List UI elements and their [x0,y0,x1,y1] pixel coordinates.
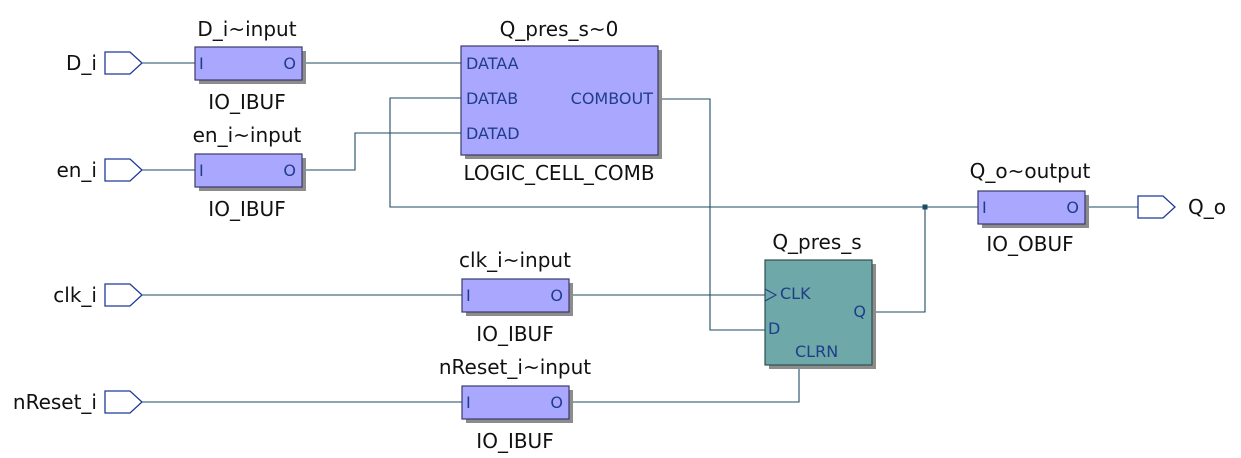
buffer-body [194,153,303,188]
port-o: O [550,286,563,305]
input-pin-clk-i[interactable]: clk_i [53,283,143,307]
input-pin-shape [104,283,143,307]
pin-label: D_i [66,51,97,75]
port-o: O [283,161,296,180]
buffer-body [977,190,1086,225]
output-pin-shape [1137,195,1176,219]
buffer-type: IO_IBUF [208,90,285,114]
pin-label: clk_i [53,283,97,307]
wire-q-feedback-to-datab [389,97,978,208]
logic-cell-q-pres-s-0[interactable]: Q_pres_s~0 DATAA DATAB DATAD COMBOUT LOG… [460,17,662,185]
port-datab: DATAB [466,89,518,108]
input-pin-shape [104,390,143,414]
buffer-name: nReset_i~input [439,355,591,379]
port-i: I [199,54,204,73]
port-q: Q [853,302,866,321]
buffer-name: Q_o~output [970,159,1091,183]
buffer-type: IO_OBUF [986,232,1073,256]
port-i: I [466,393,471,412]
input-pin-en-i[interactable]: en_i [56,158,143,182]
logic-cell-name: Q_pres_s~0 [500,17,619,41]
port-datad: DATAD [466,124,520,143]
buffer-q-o-output[interactable]: Q_o~output I O IO_OBUF [970,159,1091,256]
buffer-d-i-input[interactable]: D_i~input I O IO_IBUF [194,17,306,114]
buffer-type: IO_IBUF [476,322,553,346]
pin-label: en_i [56,158,97,182]
port-clrn: CLRN [795,342,838,361]
buffer-en-i-input[interactable]: en_i~input I O IO_IBUF [193,123,306,221]
buffer-name: en_i~input [193,123,302,147]
port-o: O [283,54,296,73]
wire-nreset-buffer-to-clrn [569,366,800,403]
buffer-body [194,46,303,81]
wire-en-i-buffer-to-datad [302,132,461,171]
input-pin-shape [104,158,143,182]
port-i: I [982,198,987,217]
buffer-type: IO_IBUF [208,197,285,221]
input-pin-nreset-i[interactable]: nReset_i [13,390,143,414]
port-o: O [1066,198,1079,217]
buffer-body [461,385,570,420]
port-combout: COMBOUT [571,89,654,108]
port-clk: CLK [780,284,811,303]
logic-cell-type: LOGIC_CELL_COMB [463,161,654,185]
port-i: I [199,161,204,180]
buffer-nreset-i-input[interactable]: nReset_i~input I O IO_IBUF [439,355,591,453]
pin-label: Q_o [1188,195,1226,219]
port-o: O [550,393,563,412]
wires [142,62,1138,403]
input-pin-shape [104,51,143,75]
port-i: I [466,286,471,305]
clock-edge-marker [764,288,778,302]
wire-q-to-output [872,207,926,313]
register-q-pres-s[interactable]: Q_pres_s CLK D CLRN Q [764,230,876,369]
output-pin-q-o[interactable]: Q_o [1137,195,1226,219]
register-body [764,259,873,366]
buffer-type: IO_IBUF [476,429,553,453]
logic-cell-body [460,45,659,156]
port-d: D [768,319,780,338]
pin-label: nReset_i [13,390,97,414]
buffer-name: D_i~input [197,17,296,41]
buffer-clk-i-input[interactable]: clk_i~input I O IO_IBUF [459,248,573,346]
buffer-body [461,278,570,313]
wire-combout-to-d [658,98,765,331]
wire-junction-dot [922,204,928,210]
register-name: Q_pres_s [772,230,861,254]
input-pin-d-i[interactable]: D_i [66,51,143,75]
buffer-name: clk_i~input [459,248,571,272]
port-dataa: DATAA [466,54,519,73]
